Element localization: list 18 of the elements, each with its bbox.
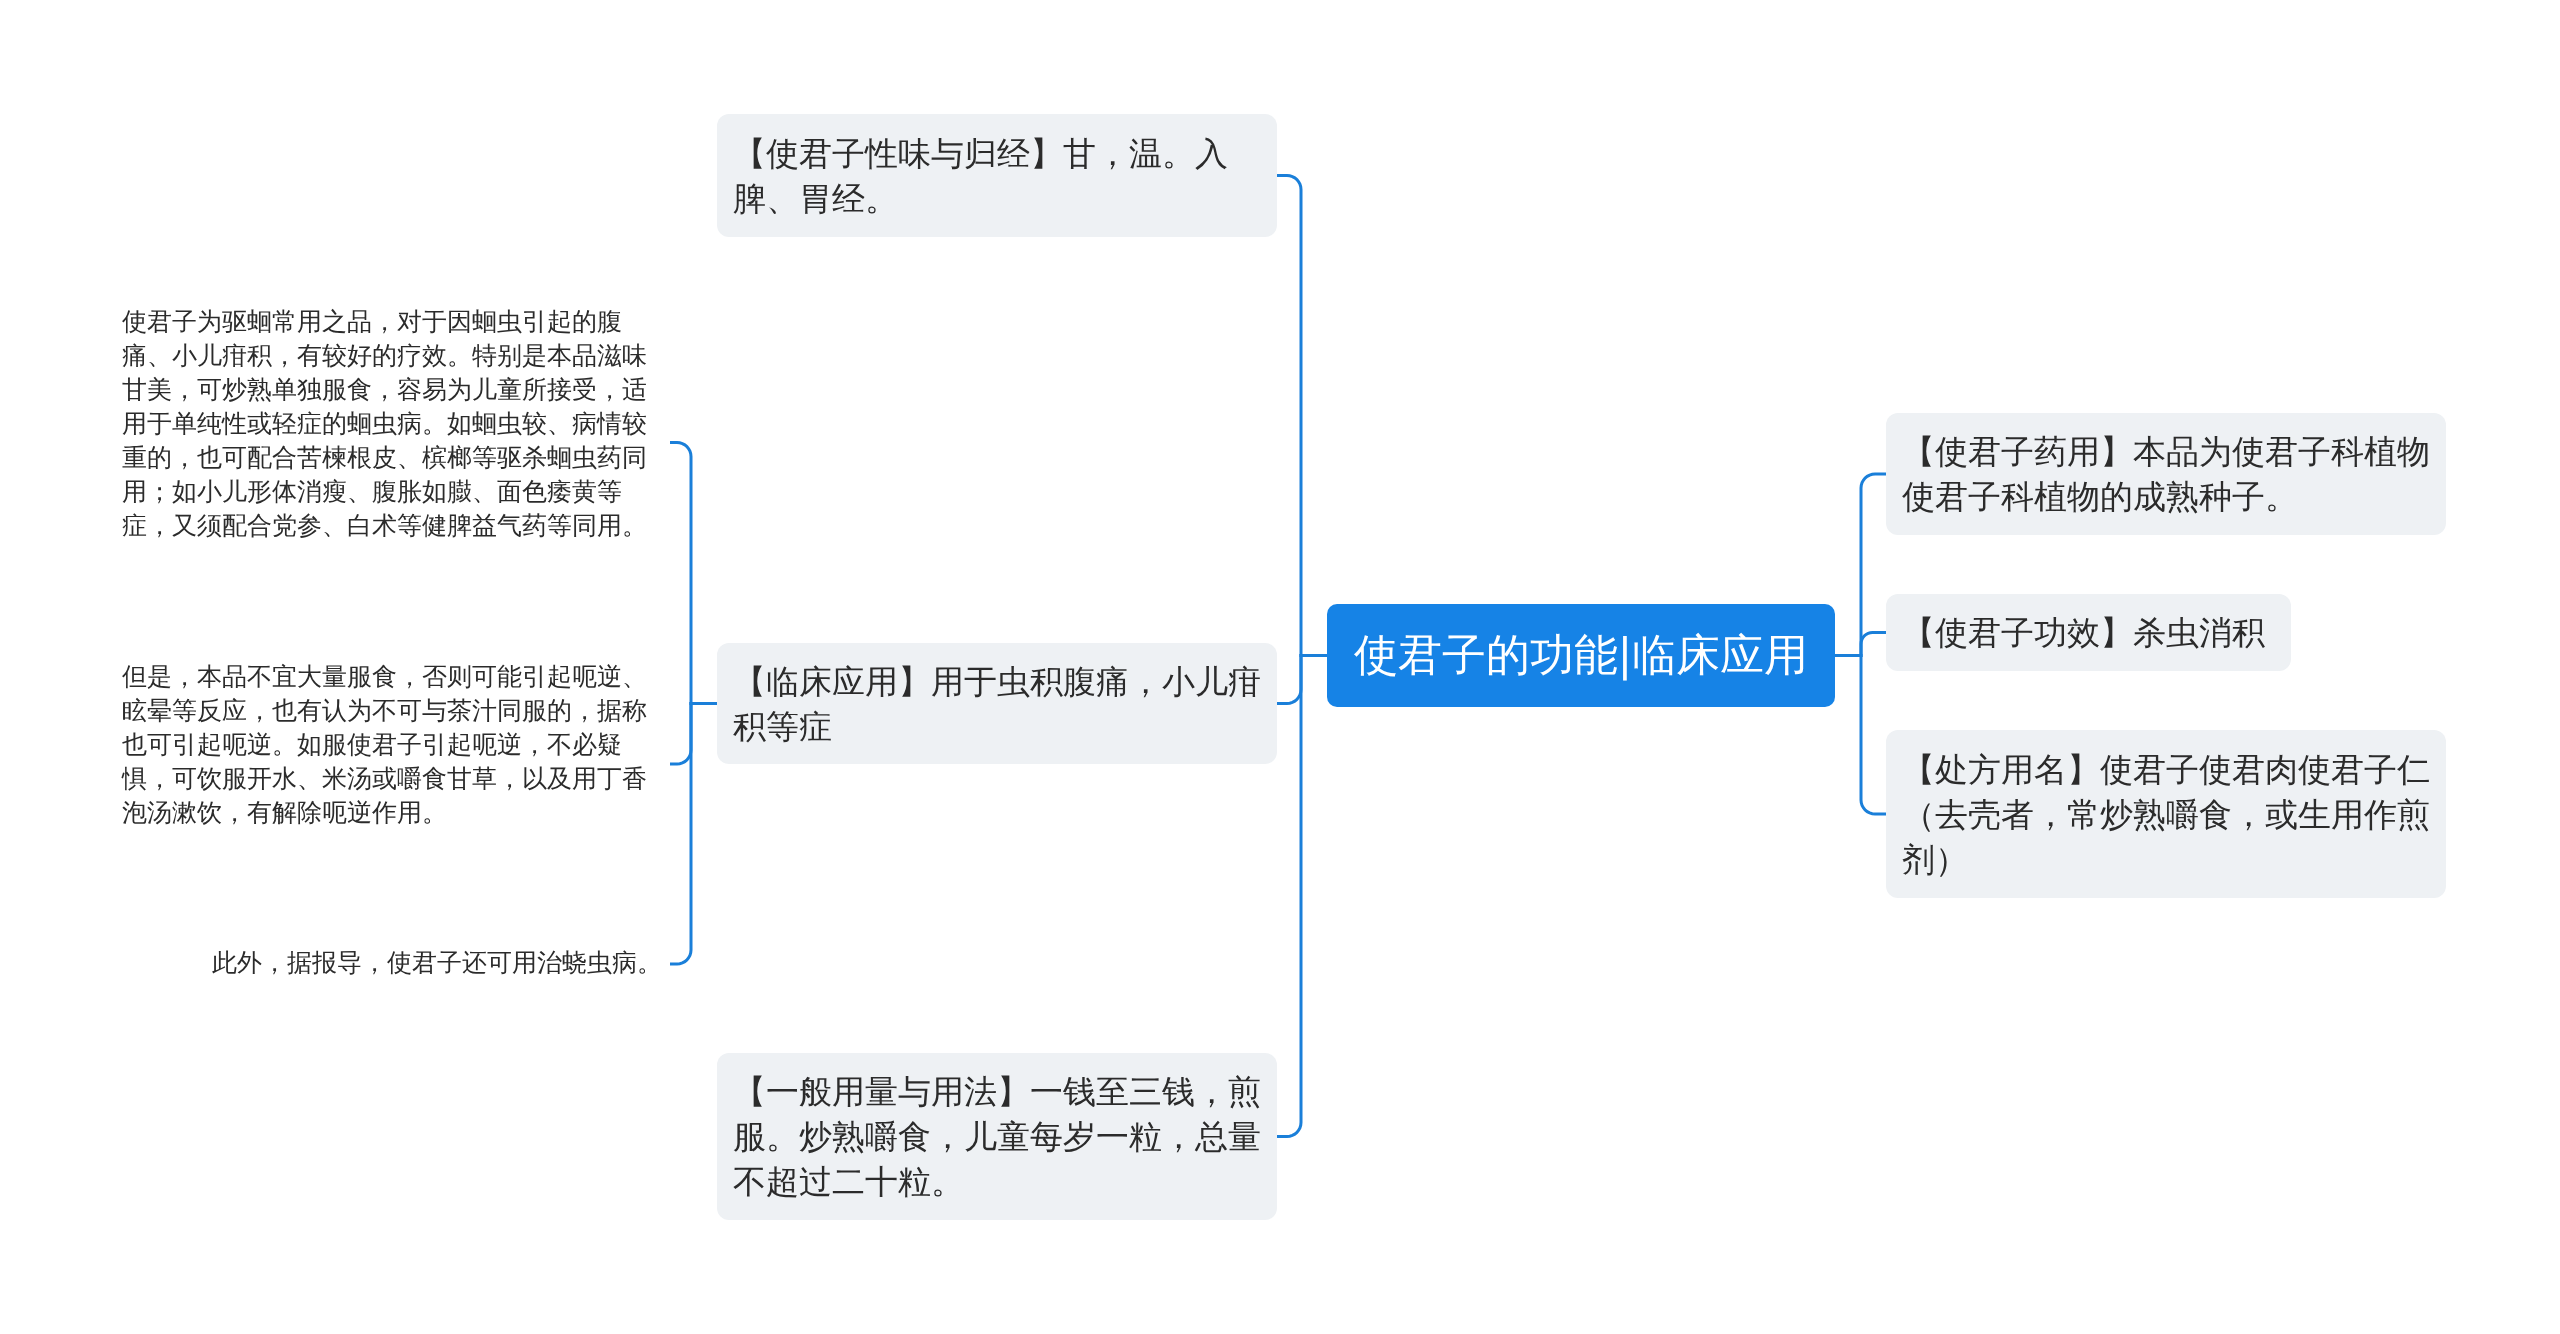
topic-text: 【一般用量与用法】一钱至三钱，煎服。炒熟嚼食，儿童每岁一粒，总量不超过二十粒。 [733,1071,1261,1203]
topic-box [717,1053,1277,1220]
topic-text: 【临床应用】用于虫积腹痛，小儿疳积等症 [733,660,1261,748]
topic-box [1886,594,2291,671]
topic-box [1886,413,2446,535]
topic-box [717,114,1277,237]
topic-box [1886,730,2446,898]
topic-box [717,643,1277,764]
topic-text: 使君子的功能|临床应用 [1353,628,1809,683]
text-note: 但是，本品不宜大量服食，否则可能引起呃逆、眩晕等反应，也有认为不可与茶汁同服的，据称也可引起呃逆。如服使君子引起呃逆，不必疑惧，可饮服开水、米汤或嚼食甘草，以及用丁香泡汤漱饮，有解除呃逆作用。 [122,661,648,829]
text-note: 使君子为驱蛔常用之品，对于因蛔虫引起的腹痛、小儿疳积，有较好的疗效。特别是本品滋味甘美，可炒熟单独服食，容易为儿童所接受，适用于单纯性或轻症的蛔虫病。如蛔虫较、病情较重的，也可配合苦楝根皮、槟榔等驱杀蛔虫药同用；如小儿形体消瘦、腹胀如臌、面色痿黄等症，又须配合党参、白术等健脾益气药等同用。 [122,306,648,542]
topic-text: 【使君子性味与归经】甘，温。入脾、胃经。 [733,132,1229,220]
topic-text: 【使君子药用】本品为使君子科植物使君子科植物的成熟种子。 [1902,431,2430,518]
text-note: 此外，据报导，使君子还可用治蛲虫病。 [211,947,662,979]
topic-text: 【使君子功效】杀虫消积 [1902,612,2265,654]
topic-text: 【处方用名】使君子使君肉使君子仁（去壳者，常炒熟嚼食，或生用作煎剂） [1902,748,2430,881]
connector-line [670,702,717,966]
central-topic [1327,604,1835,707]
